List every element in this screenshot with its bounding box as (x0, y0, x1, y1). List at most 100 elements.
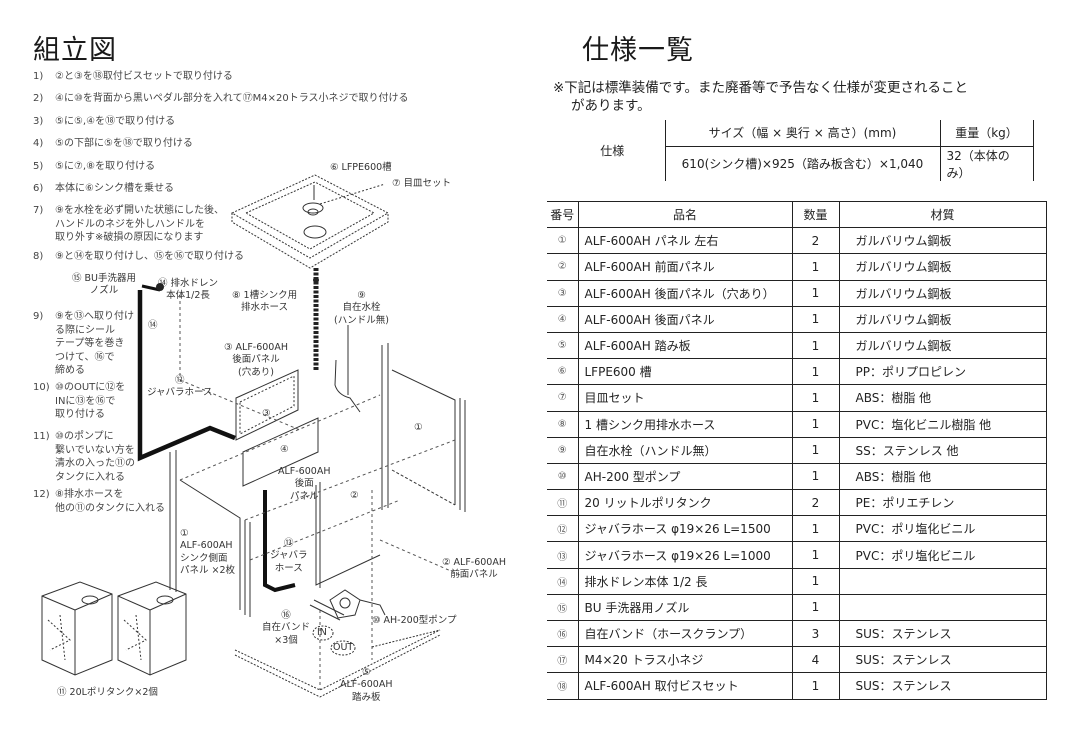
part-name: ALF-600AH パネル 左右 (577, 227, 793, 255)
part-material: ガルバリウム鋼板 (838, 279, 1047, 307)
part-quantity: 4 (791, 646, 840, 674)
step-8: 8)⑨と⑭を取り付けし、⑮を⑯で取り付ける (33, 250, 244, 264)
step-text: ⑤の下部に⑤を⑱で取り付ける (55, 138, 193, 149)
part-material (838, 567, 1047, 595)
part-number: ⑥ (547, 358, 579, 386)
step-text: テープ等を巻き (55, 338, 125, 349)
step-text: 繋いでいない方を (55, 444, 135, 456)
spec-summary-table: 仕様 サイズ（幅 × 奥行 × 高さ）(mm) 重量（kg） 610(シンク槽)… (560, 120, 1034, 181)
part-number: ⑩ (547, 462, 579, 491)
part-number: ⑮ (547, 593, 579, 622)
step-4: 4)⑤の下部に⑤を⑱で取り付ける (33, 137, 193, 151)
part-quantity: 1 (791, 331, 840, 360)
weight-value: 32（本体のみ） (940, 146, 1034, 181)
step-number: 2) (33, 93, 44, 104)
label-drain-plug: ⑭ 排水ドレン本体1/2長 (158, 278, 219, 302)
step-text: 本体に⑥シンク槽を乗せる (55, 183, 174, 194)
part-quantity: 1 (791, 462, 840, 491)
part-quantity: 1 (791, 436, 840, 464)
marker-4: ④ (280, 444, 289, 455)
part-quantity: 1 (791, 410, 840, 438)
part-quantity: 1 (791, 515, 840, 543)
part-quantity: 1 (791, 279, 840, 307)
label-out: OUT (333, 642, 354, 653)
spec-title: 仕様一覧 (582, 35, 694, 66)
step-text: 清水の入った⑪の (55, 458, 135, 469)
part-material: PVC：ポリ塩化ビニル (838, 541, 1047, 569)
part-material: SS：ステンレス 他 (838, 436, 1047, 464)
spec-note: ※下記は標準装備です。また廃番等で予告なく仕様が変更されること があります。 (553, 80, 1053, 115)
nozzle-icon (156, 283, 164, 291)
part-name: ALF-600AH 前面パネル (577, 253, 793, 281)
label-nozzle: ⑮ BU手洗器用ノズル (72, 273, 136, 297)
step-number: 10) (33, 382, 50, 393)
part-number: ⑬ (547, 541, 579, 569)
assembly-title: 組立図 (33, 35, 117, 66)
step-text: る際にシール (55, 324, 115, 336)
part-number: ⑰ (547, 646, 579, 674)
part-name: LFPE600 槽 (577, 358, 793, 386)
step-text: ⑤に⑤,④を⑱で取り付ける (55, 116, 176, 127)
part-quantity: 1 (791, 567, 840, 595)
label-in: IN (317, 627, 327, 638)
part-material: PE：ポリエチレン (838, 489, 1047, 517)
step-9: 9)⑨を⑬へ取り付け る際にシール テープ等を巻き つけて、⑯で 締める (33, 310, 134, 378)
note-line: があります。 (571, 97, 651, 114)
parts-header-row: 番号 品名 数量 材質 (547, 200, 1047, 229)
part-quantity: 2 (791, 227, 840, 255)
step-6: 6)本体に⑥シンク槽を乗せる (33, 182, 174, 196)
step-text: ④に⑩を背面から黒いペダル部分を入れて⑰M4×20トラス小ネジで取り付ける (55, 93, 409, 104)
part-name: 20 リットルポリタンク (577, 489, 793, 517)
part-quantity: 1 (791, 253, 840, 281)
part-material: SUS：ステンレス (838, 646, 1047, 674)
tank-icon (117, 581, 187, 676)
step-number: 5) (33, 161, 44, 172)
part-number: ⑭ (547, 567, 579, 595)
part-material: PVC：塩化ビニル樹脂 他 (838, 410, 1047, 438)
step-text: 他の⑪のタンクに入れる (55, 502, 165, 514)
step-text: 締める (55, 365, 85, 376)
step-number: 8) (33, 251, 44, 262)
size-value: 610(シンク槽)×925（踏み板含む）×1,040 (665, 146, 941, 181)
step-text: タンクに入れる (55, 471, 125, 483)
part-name: 自在バンド（ホースクランプ） (577, 619, 793, 648)
part-name: ジャバラホース φ19×26 L=1500 (577, 515, 793, 543)
part-name: ALF-600AH 後面パネル (577, 305, 793, 333)
assembly-diagram (41, 174, 466, 698)
part-name: ALF-600AH 踏み板 (577, 331, 793, 360)
part-material: ABS：樹脂 他 (838, 384, 1047, 412)
part-quantity: 1 (791, 593, 840, 622)
part-number: ④ (547, 305, 579, 333)
step-number: 9) (33, 311, 44, 322)
step-7: 7)⑨を水栓を必ず開いた状態にした後、 ハンドルのネジを外しハンドルを 取り外す… (33, 204, 224, 245)
part-number: ⑯ (547, 619, 579, 648)
part-quantity: 1 (791, 541, 840, 569)
part-name: 自在水栓（ハンドル無） (577, 436, 793, 464)
part-name: BU 手洗器用ノズル (577, 593, 793, 622)
part-quantity: 1 (791, 358, 840, 386)
part-name: 排水ドレン本体 1/2 長 (577, 567, 793, 595)
part-name: M4×20 トラス小ネジ (577, 646, 793, 674)
step-text: ②と③を⑱取付ビスセットで取り付ける (55, 71, 233, 82)
note-line: ※下記は標準装備です。また廃番等で予告なく仕様が変更されること (553, 80, 968, 96)
label-drain-hose: ⑧ 1槽シンク用排水ホース (232, 290, 298, 314)
part-material: SUS：ステンレス (838, 672, 1047, 700)
